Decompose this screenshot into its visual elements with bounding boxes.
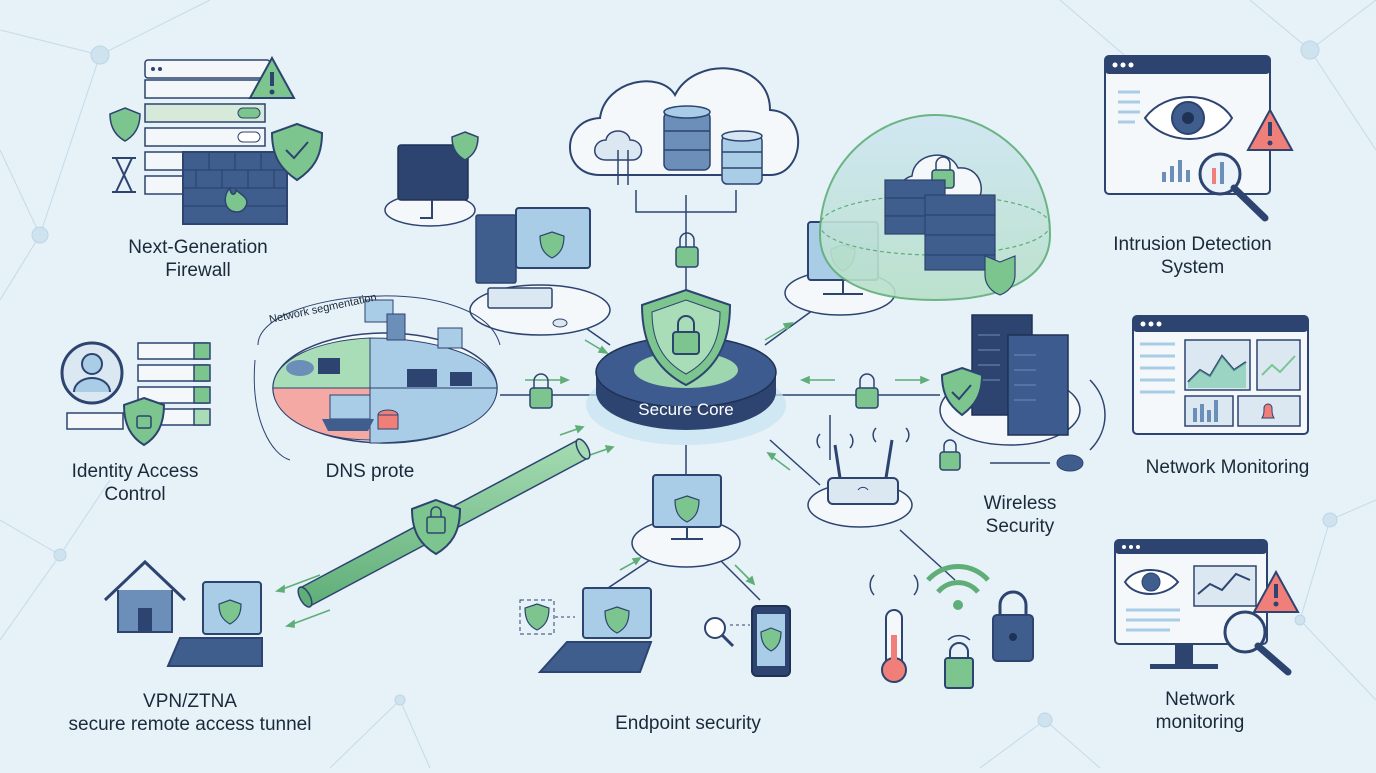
- database-icon: [663, 105, 711, 171]
- home-icon: [103, 559, 187, 633]
- warning-icon: [1246, 107, 1294, 151]
- padlock-icon: [675, 232, 699, 268]
- wireless-label: Wireless Security: [960, 492, 1080, 538]
- wifi-icon: [926, 564, 990, 610]
- dns-label-line1: DNS prote: [325, 461, 415, 482]
- padlock-icon: [855, 373, 879, 409]
- server-rack: [939, 314, 1106, 472]
- padlock-icon: [939, 439, 961, 471]
- wireless-label-line1: Wireless: [983, 493, 1057, 514]
- padlock-icon: [529, 373, 553, 409]
- secure-core-label: Secure Core: [638, 400, 733, 419]
- brick-wall-icon: [182, 151, 288, 225]
- secure-core[interactable]: Secure Core: [586, 288, 786, 445]
- intrusion-detection-window: [1104, 55, 1294, 222]
- monitoring2-label: Network monitoring: [1130, 688, 1270, 734]
- ids-label-line1: Intrusion Detection: [1113, 234, 1272, 255]
- monitoring2-label-line2: monitoring: [1155, 712, 1245, 733]
- thermometer-icon: [869, 574, 919, 683]
- identity-label-line2: Control: [104, 484, 166, 505]
- vpn-label: VPN/ZTNA secure remote access tunnel: [50, 690, 330, 736]
- endpoint-phone: [751, 605, 791, 677]
- identity-label: Identity Access Control: [60, 460, 210, 506]
- endpoint-laptop: [537, 587, 653, 673]
- eye-icon: [1143, 96, 1234, 140]
- router-device: [807, 427, 913, 528]
- endpoint-label-line1: Endpoint security: [615, 713, 761, 734]
- vpn-label-line1: VPN/ZTNA: [143, 691, 237, 712]
- warning-icon: [1252, 569, 1300, 613]
- laptop-icon: [166, 581, 263, 667]
- magnifier-icon: [1223, 610, 1292, 676]
- database-icon: [721, 130, 763, 185]
- network-monitoring-dashboard: [1132, 315, 1309, 435]
- shield-check-icon: [519, 599, 575, 635]
- firewall-label-line1: Next-Generation: [128, 237, 268, 258]
- protected-cloud-dome: [818, 113, 1052, 302]
- network-segmentation: Network segmentation: [253, 291, 501, 461]
- firewall-label: Next-Generation Firewall: [123, 236, 273, 282]
- monitoring2-label-line1: Network: [1165, 689, 1235, 710]
- ids-label: Intrusion Detection System: [1100, 233, 1285, 279]
- padlock-icon: [992, 590, 1034, 662]
- workstation-device: [469, 207, 611, 336]
- wireless-security-icons: [869, 564, 1034, 689]
- monitoring-label-line1: Network Monitoring: [1145, 457, 1310, 478]
- cloud-sync-icon: [594, 130, 643, 185]
- flow-arrows[interactable]: [274, 321, 931, 628]
- padlock-icon: [944, 634, 974, 689]
- vpn-label-line2: secure remote access tunnel: [68, 714, 312, 735]
- hourglass-icon: [112, 157, 136, 193]
- network-monitoring-screen: [1114, 539, 1300, 676]
- warning-icon: [248, 55, 296, 99]
- cloud-storage: [569, 67, 800, 185]
- background-nodes: [31, 40, 1338, 728]
- segmentation-label: Network segmentation: [268, 291, 378, 325]
- identity-access-icons: [60, 341, 211, 447]
- dns-label: DNS prote: [310, 460, 430, 483]
- ids-label-line2: System: [1160, 257, 1225, 278]
- wireless-label-line2: Security: [985, 516, 1055, 537]
- endpoint-desktop: [631, 474, 741, 568]
- magnifier-icon: [1198, 152, 1269, 222]
- shield-check-icon: [109, 107, 141, 142]
- identity-label-line1: Identity Access: [71, 461, 199, 482]
- search-icon: [704, 617, 750, 648]
- monitor-device: [384, 131, 479, 227]
- firewall-icon-group: [109, 55, 324, 225]
- vpn-tunnel: [297, 438, 591, 608]
- monitoring-label: Network Monitoring: [1130, 456, 1325, 479]
- shield-check-icon: [270, 122, 324, 182]
- firewall-label-line2: Firewall: [165, 260, 231, 281]
- endpoint-label: Endpoint security: [588, 712, 788, 735]
